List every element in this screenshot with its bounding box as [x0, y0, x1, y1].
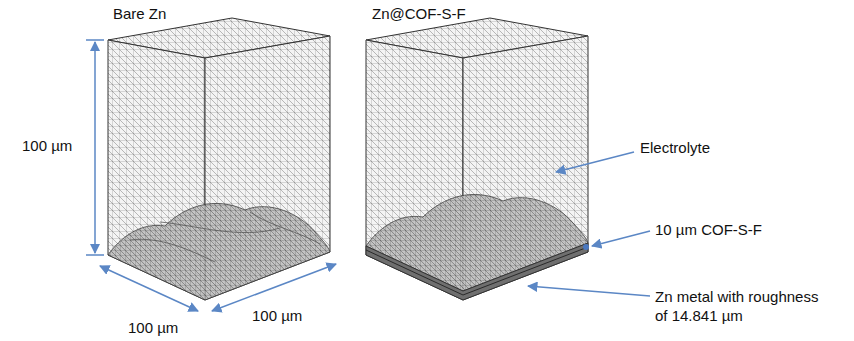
coated-zn-cube: [366, 18, 589, 300]
callout-label: Zn metal with roughness of 14.841 µm: [655, 287, 835, 325]
dimension-label: 100 µm: [252, 306, 302, 325]
bare-zn-cube: [108, 18, 330, 300]
callout-label: 10 µm COF-S-F: [655, 220, 762, 239]
figure-title: Zn@COF-S-F: [372, 4, 466, 23]
dimension-lines: [86, 40, 336, 311]
callout-label: Electrolyte: [640, 138, 710, 157]
dimension-label: 100 µm: [22, 136, 72, 155]
figure-title: Bare Zn: [113, 4, 166, 23]
leader-arrows: [528, 152, 650, 296]
dimension-label: 100 µm: [128, 318, 178, 337]
